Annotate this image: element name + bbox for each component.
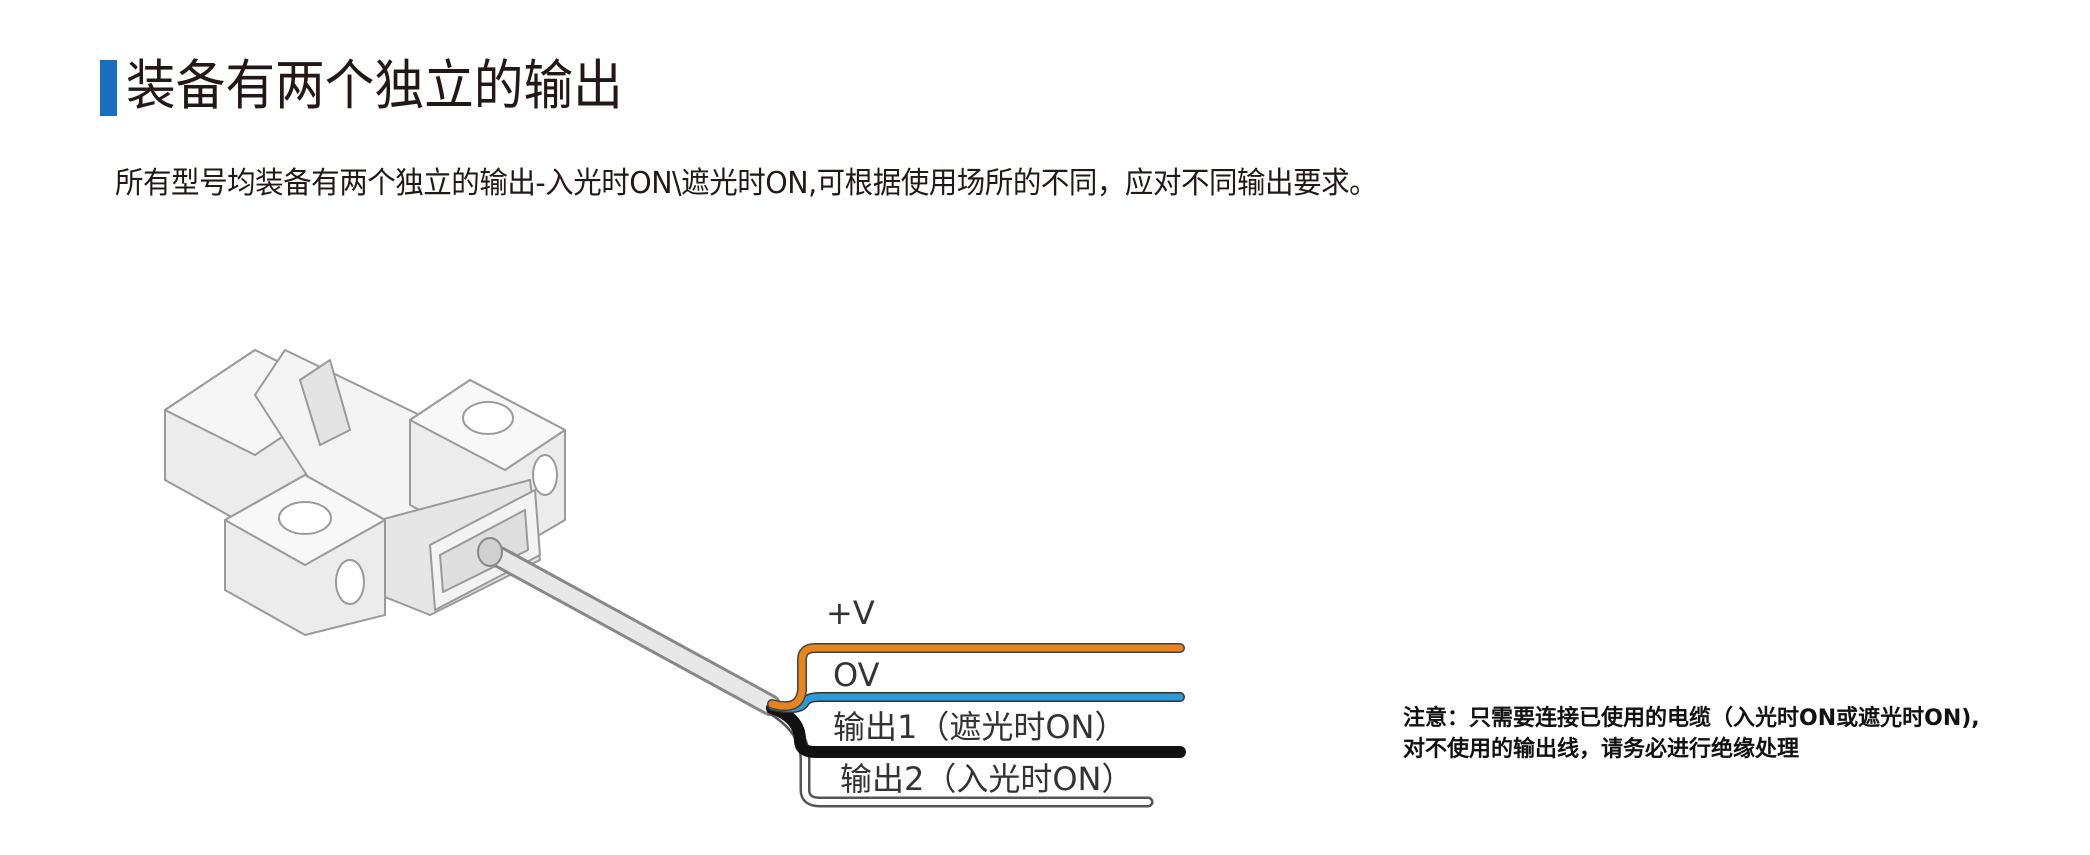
wire-label-0v: OV [833, 656, 880, 694]
description-text: 所有型号均装备有两个独立的输出-入光时ON\遮光时ON,可根据使用场所的不同，应… [115, 166, 1378, 201]
page-title: 装备有两个独立的输出 [126, 54, 623, 117]
note-text: 注意：只需要连接已使用的电缆（入光时ON或遮光时ON), 对不使用的输出线，请务… [1403, 703, 1980, 765]
heading-accent-bar [100, 60, 117, 116]
wire-black [766, 702, 1186, 758]
wire-label-output2: 输出2（入光时ON） [840, 760, 1134, 798]
note-line-1: 注意：只需要连接已使用的电缆（入光时ON或遮光时ON), [1403, 706, 1980, 731]
sensor-illustration [164, 349, 566, 636]
wire-label-output1: 输出1（遮光时ON） [833, 708, 1127, 746]
note-line-2: 对不使用的输出线，请务必进行绝缘处理 [1403, 737, 1800, 762]
wire-label-plus-v: +V [826, 594, 875, 632]
